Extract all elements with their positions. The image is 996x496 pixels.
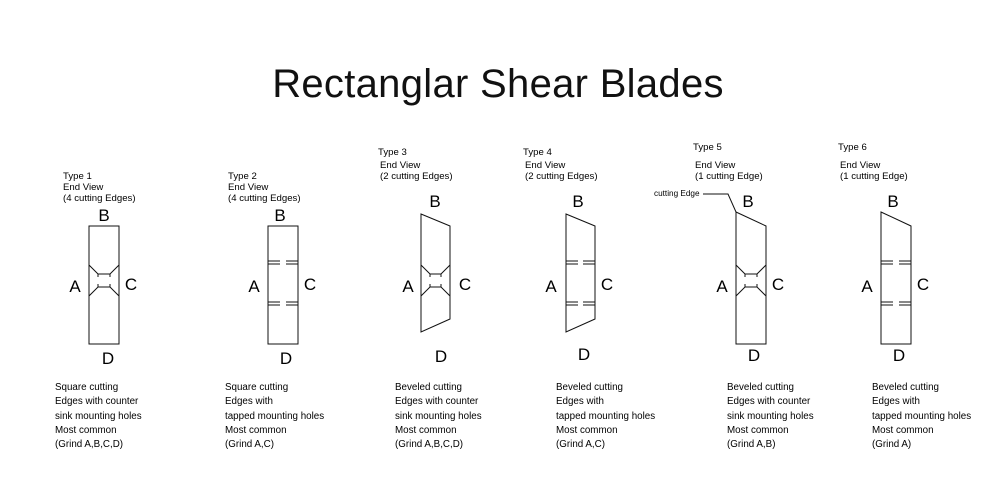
tapped-hole-lower	[881, 301, 911, 306]
tapped-hole-lower	[268, 301, 298, 306]
tapped-hole-upper	[881, 260, 911, 265]
desc-line-2: Edges with	[225, 396, 273, 407]
page-title: Rectanglar Shear Blades	[272, 62, 724, 106]
view-line-2: (2 cutting Edges)	[380, 171, 453, 182]
view-line-1: End View	[840, 160, 880, 171]
desc-line-1: Beveled cutting	[556, 382, 623, 393]
desc-line-2: Edges with counter	[55, 396, 139, 407]
desc-line-5: (Grind A,C)	[556, 439, 605, 450]
view-line-1: End View	[380, 160, 420, 171]
callout-leader-line	[703, 193, 737, 213]
view-line-2: (4 cutting Edges)	[63, 193, 136, 204]
cutting-edge-callout: cutting Edge	[654, 189, 700, 198]
edge-label-bottom: D	[435, 347, 447, 366]
type-label: Type 6	[838, 142, 867, 153]
desc-line-3: tapped mounting holes	[872, 411, 971, 422]
view-line-1: End View	[228, 182, 268, 193]
desc-line-3: sink mounting holes	[55, 411, 142, 422]
countersink-hole	[735, 264, 767, 297]
edge-label-top: B	[429, 192, 440, 211]
edge-label-left: A	[69, 277, 81, 296]
edge-label-top: B	[887, 192, 898, 211]
type-label: Type 2	[228, 171, 257, 182]
desc-line-5: (Grind A,B,C,D)	[395, 439, 463, 450]
view-line-2: (1 cutting Edge)	[695, 171, 763, 182]
edge-label-top: B	[98, 206, 109, 225]
desc-line-4: Most common	[55, 425, 117, 436]
desc-line-4: Most common	[395, 425, 457, 436]
desc-line-5: (Grind A,C)	[225, 439, 274, 450]
edge-label-left: A	[248, 277, 260, 296]
desc-line-5: (Grind A,B,C,D)	[55, 439, 123, 450]
edge-label-right: C	[459, 275, 471, 294]
edge-label-right: C	[917, 275, 929, 294]
edge-label-right: C	[304, 275, 316, 294]
edge-label-top: B	[742, 192, 753, 211]
tapped-hole-upper	[268, 260, 298, 265]
tapped-hole-lower	[566, 301, 595, 306]
desc-line-5: (Grind A,B)	[727, 439, 775, 450]
edge-label-right: C	[125, 275, 137, 294]
desc-line-2: Edges with	[872, 396, 920, 407]
view-line-1: End View	[525, 160, 565, 171]
desc-line-1: Beveled cutting	[872, 382, 939, 393]
desc-line-4: Most common	[727, 425, 789, 436]
edge-label-right: C	[772, 275, 784, 294]
blade-type-1: Type 1 End View (4 cutting Edges) B A C …	[55, 171, 142, 450]
type-label: Type 3	[378, 147, 407, 158]
desc-line-4: Most common	[872, 425, 934, 436]
blade-outline	[565, 213, 596, 333]
edge-label-bottom: D	[578, 345, 590, 364]
edge-label-bottom: D	[748, 346, 760, 365]
desc-line-4: Most common	[556, 425, 618, 436]
countersink-hole	[88, 264, 120, 297]
blade-type-2: Type 2 End View (4 cutting Edges) B A C …	[225, 171, 324, 450]
blade-type-5: Type 5 End View (1 cutting Edge) cutting…	[654, 142, 814, 450]
blade-type-3: Type 3 End View (2 cutting Edges) B A C …	[378, 147, 482, 450]
edge-label-left: A	[716, 277, 728, 296]
blade-type-4: Type 4 End View (2 cutting Edges) B A C …	[523, 147, 655, 450]
edge-label-bottom: D	[280, 349, 292, 368]
blade-type-6: Type 6 End View (1 cutting Edge) B A C D…	[838, 142, 971, 450]
desc-line-4: Most common	[225, 425, 287, 436]
desc-line-1: Beveled cutting	[395, 382, 462, 393]
view-line-2: (2 cutting Edges)	[525, 171, 598, 182]
edge-label-bottom: D	[893, 346, 905, 365]
edge-label-left: A	[402, 277, 414, 296]
desc-line-1: Beveled cutting	[727, 382, 794, 393]
view-line-2: (1 cutting Edge)	[840, 171, 908, 182]
edge-label-bottom: D	[102, 349, 114, 368]
edge-label-top: B	[274, 206, 285, 225]
desc-line-5: (Grind A)	[872, 439, 911, 450]
view-line-1: End View	[63, 182, 103, 193]
desc-line-3: sink mounting holes	[727, 411, 814, 422]
countersink-hole	[420, 264, 451, 297]
type-label: Type 5	[693, 142, 722, 153]
blade-outline	[88, 225, 120, 345]
edge-label-left: A	[545, 277, 557, 296]
desc-line-3: tapped mounting holes	[225, 411, 324, 422]
desc-line-1: Square cutting	[55, 382, 118, 393]
edge-label-left: A	[861, 277, 873, 296]
desc-line-1: Square cutting	[225, 382, 288, 393]
blade-outline	[880, 211, 912, 345]
edge-label-right: C	[601, 275, 613, 294]
type-label: Type 4	[523, 147, 552, 158]
view-line-1: End View	[695, 160, 735, 171]
desc-line-2: Edges with counter	[727, 396, 811, 407]
view-line-2: (4 cutting Edges)	[228, 193, 301, 204]
desc-line-3: tapped mounting holes	[556, 411, 655, 422]
edge-label-top: B	[572, 192, 583, 211]
blade-outline	[735, 211, 767, 345]
blade-outline	[267, 225, 299, 345]
desc-line-2: Edges with counter	[395, 396, 479, 407]
blade-outline	[420, 213, 451, 333]
desc-line-2: Edges with	[556, 396, 604, 407]
type-label: Type 1	[63, 171, 92, 182]
tapped-hole-upper	[566, 260, 595, 265]
desc-line-3: sink mounting holes	[395, 411, 482, 422]
